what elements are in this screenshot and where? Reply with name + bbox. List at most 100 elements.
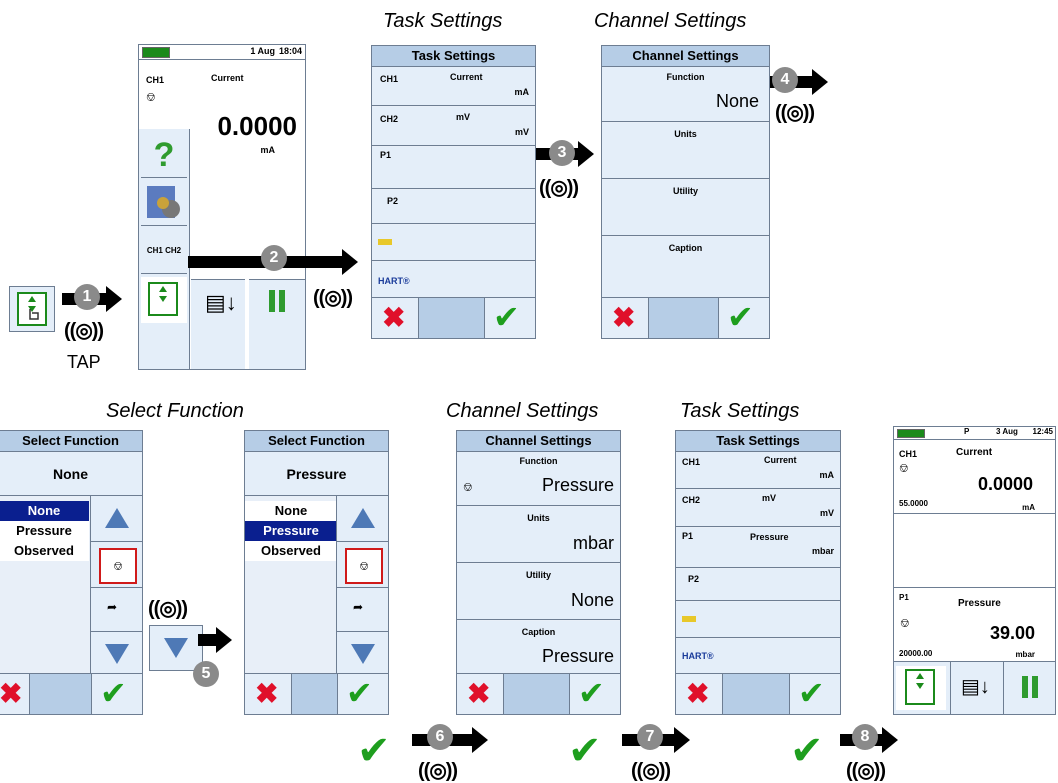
chan1-cancel-button[interactable]: ✖ [602,298,649,338]
vibrate-icon: ((◎)) [631,760,671,782]
home2-p1-range: 20000.00 [899,649,933,658]
cross-icon: ✖ [382,302,406,333]
task2-row-p2[interactable]: P2 [676,569,840,601]
task2-row-hart[interactable]: HART® [676,639,840,675]
task2-row-aux[interactable] [676,602,840,638]
select2-header: Select Function [245,431,388,452]
select1-cancel-button[interactable]: ✖ [0,674,30,714]
settings-button[interactable] [141,181,187,226]
chan2-ok-button[interactable]: ✔ [569,674,620,714]
task1-ch1-label: CH1 [380,74,399,84]
select1-source-button[interactable]: ➦ [90,588,142,632]
title-channel-settings-bottom: Channel Settings [446,400,599,422]
task2-ch1-label: CH1 [682,457,701,467]
scroll-down-tap-button[interactable] [149,625,203,671]
chan1-units-row[interactable]: Units [602,123,769,179]
select1-scroll-down-button[interactable] [90,632,142,676]
step8-ok-icon: ✔ [790,729,824,773]
chan2-caption-value: Pressure [541,646,614,666]
task1-header: Task Settings [372,46,535,67]
sensor-icon: ⎊ [900,616,910,630]
home-screen-2: P 3 Aug 12:45 CH1 Current ⎊ 0.0000 55.00… [893,426,1056,715]
select2-source-button[interactable]: ➦ [336,588,388,632]
select1-option-pressure[interactable]: Pressure [16,523,72,538]
source-icon: ➦ [107,600,118,614]
task1-row-ch1[interactable]: CH1 Current mA [372,67,535,106]
task2-row-p1[interactable]: P1 Pressure mbar [676,528,840,568]
task1-ok-button[interactable]: ✔ [484,298,535,338]
task1-row-aux[interactable] [372,225,535,261]
scroll-down-icon[interactable]: ▤↓ [205,290,237,315]
task2-cancel-button[interactable]: ✖ [676,674,723,714]
select2-cancel-button[interactable]: ✖ [245,674,292,714]
select1-ok-button[interactable]: ✔ [91,674,142,714]
chan2-caption-row[interactable]: Caption Pressure [457,621,620,676]
chan1-function-value: None [715,91,759,111]
task2-row-ch2[interactable]: CH2 mV mV [676,490,840,527]
home2-menu-button[interactable] [896,666,946,710]
select2-scroll-up-button[interactable] [336,496,388,542]
chan2-cancel-button[interactable]: ✖ [457,674,504,714]
task1-row-hart[interactable]: HART® [372,262,535,300]
tap-menu-button[interactable] [9,286,55,332]
chan2-utility-row[interactable]: Utility None [457,564,620,620]
title-task-settings-bottom: Task Settings [680,400,800,422]
home2-unit: mA [1022,503,1035,512]
home1-side-menu: ? CH1 CH2 [139,129,190,369]
select2-current-value: Pressure [286,466,347,482]
task2-ok-button[interactable]: ✔ [789,674,840,714]
home1-value: 0.0000 [217,111,297,141]
task2-ch2-label: CH2 [682,495,701,505]
select2-option-observed[interactable]: Observed [261,543,321,558]
select1-option-observed[interactable]: Observed [14,543,74,558]
chan2-function-value: Pressure [541,475,614,495]
chan2-units-value: mbar [572,533,614,553]
task-settings-panel-1: Task Settings CH1 Current mA CH2 mV mV P… [371,45,536,339]
select2-option-pressure[interactable]: Pressure [245,521,337,541]
chan1-caption-row[interactable]: Caption [602,237,769,299]
step2-badge: 2 [261,245,287,271]
pause-icon [269,290,275,312]
chan1-utility-row[interactable]: Utility [602,180,769,236]
sensor-icon: ⎊ [146,90,156,104]
home1-pause-button[interactable] [249,279,305,369]
task2-ch2-unit: mV [819,508,834,518]
select1-measure-button[interactable]: ⎊ [90,542,142,588]
home2-date: 3 Aug [996,427,1018,436]
home2-pause-button[interactable] [1004,662,1055,714]
select2-ok-button[interactable]: ✔ [337,674,388,714]
check-icon: ✔ [346,675,373,711]
task2-row-ch1[interactable]: CH1 Current mA [676,452,840,489]
select1-scroll-up-button[interactable] [90,496,142,542]
home1-channel: CH1 [146,75,165,85]
select2-buttonbar: ✖ ✔ [245,673,388,714]
cross-icon: ✖ [0,678,23,709]
chan2-function-row[interactable]: Function ⎊ Pressure [457,452,620,506]
task1-cancel-button[interactable]: ✖ [372,298,419,338]
select1-option-none[interactable]: None [0,501,89,521]
chan1-ok-button[interactable]: ✔ [718,298,769,338]
home2-range: 55.0000 [899,499,928,508]
step4-badge: 4 [772,67,798,93]
select2-measure-button[interactable]: ⎊ [336,542,388,588]
select2-scroll-down-button[interactable] [336,632,388,676]
task2-p2-label: P2 [688,574,700,584]
step5-badge: 5 [193,661,219,687]
chan2-units-row[interactable]: Units mbar [457,507,620,563]
select2-option-none[interactable]: None [274,503,308,518]
home1-menu-button[interactable] [141,277,187,323]
task1-row-ch2[interactable]: CH2 mV mV [372,107,535,146]
task2-ch1-function: Current [764,455,797,465]
task1-row-p1[interactable]: P1 [372,147,535,189]
home2-scroll-button[interactable]: ▤↓ [950,662,1004,714]
scroll-down-icon: ▤↓ [961,676,990,698]
home1-date: 1 Aug [250,46,275,56]
chan1-function-row[interactable]: Function None [602,67,769,122]
task2-header: Task Settings [676,431,840,452]
help-button[interactable]: ? [141,133,187,178]
task-menu-button[interactable]: CH1 CH2 [141,229,187,274]
sensor-icon: ⎊ [899,461,909,475]
task1-row-p2[interactable]: P2 [372,190,535,224]
chan1-function-label: Function [666,72,705,82]
triangle-up-icon [105,508,129,528]
